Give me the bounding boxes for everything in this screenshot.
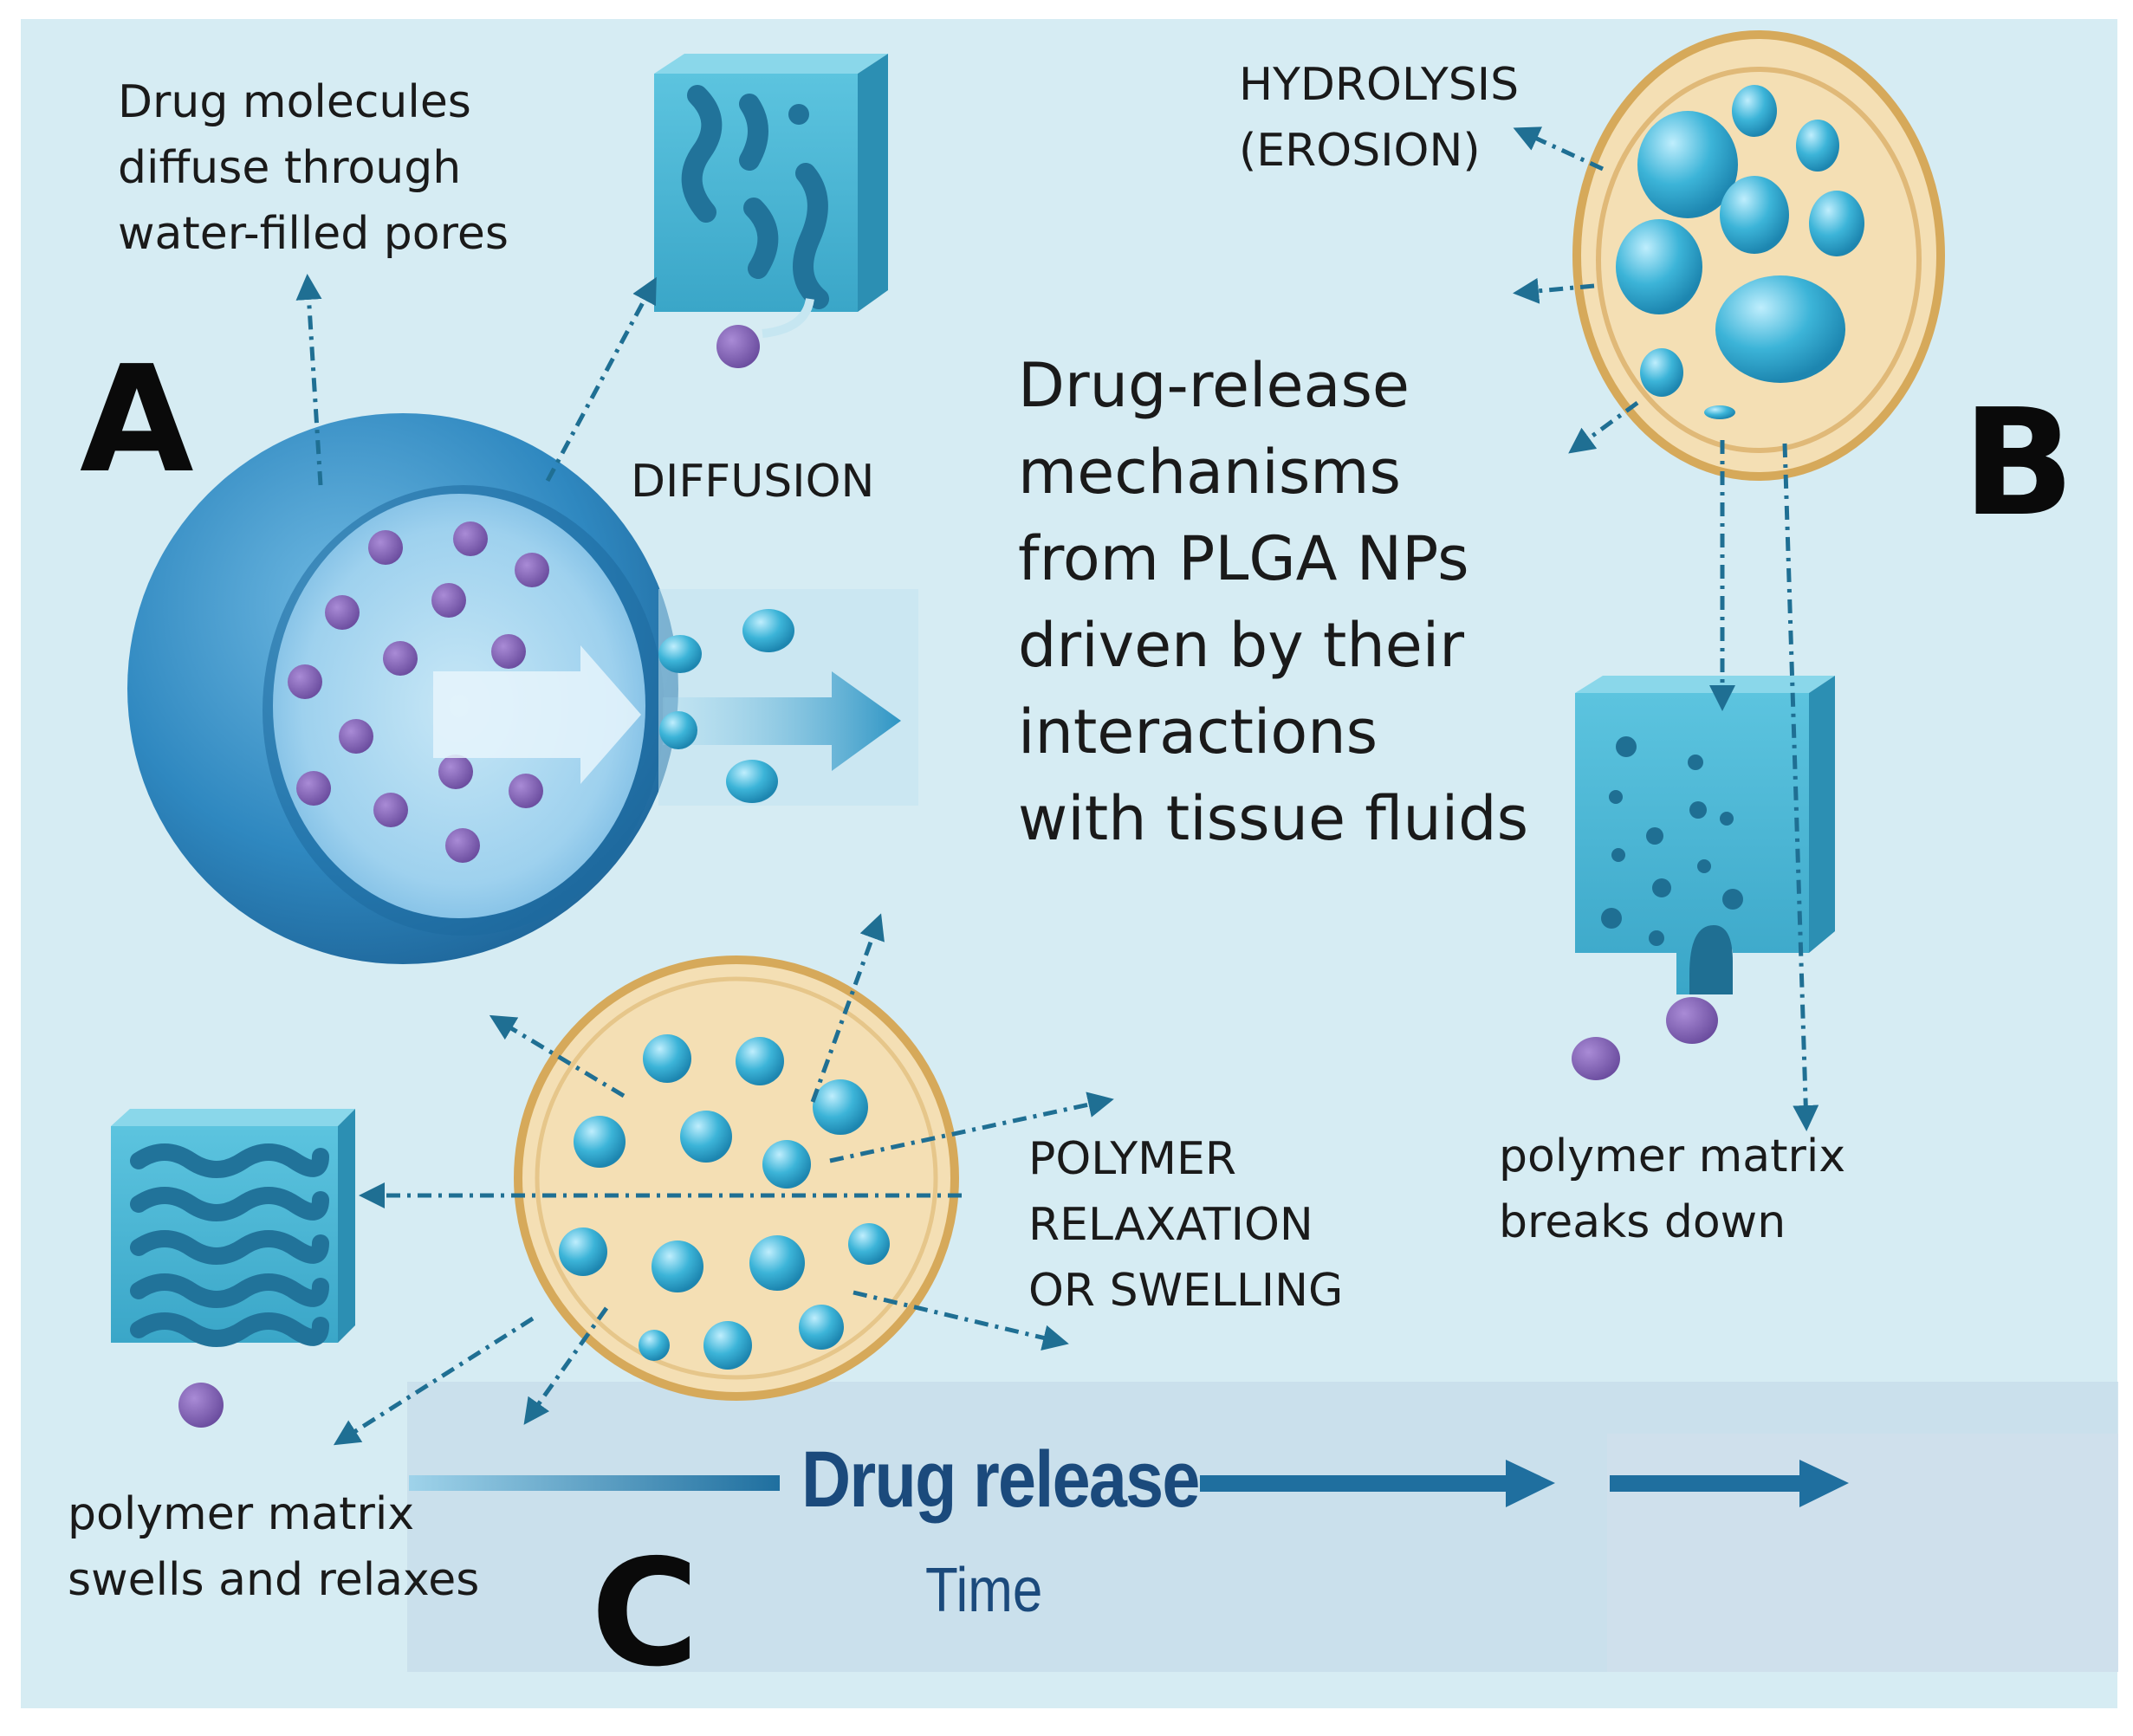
timeline-arrows [409,1460,1849,1507]
diagram-title: Drug-release mechanisms from PLGA NPs dr… [1018,350,1529,854]
erosion-nanoparticle [1572,30,1945,481]
porous-cube-diffusion [654,54,888,368]
relaxation-label: POLYMER RELAXATION OR SWELLING [1028,1133,1344,1317]
panel-label-b: B [1962,378,2075,549]
flow-arrows [295,126,1819,1446]
fragmented-cube-erosion [1572,676,1835,1080]
swelling-nanoparticle [514,955,959,1401]
diffusion-nanoparticle [127,413,918,964]
drug-molecules [288,521,549,863]
timeline-axis-label: Time [925,1556,1043,1625]
hydrolysis-label: HYDROLYSIS (EROSION) [1239,59,1520,177]
panel-label-c: C [591,1528,699,1700]
relaxation-note: polymer matrix swells and relaxes [68,1488,480,1606]
hydrolysis-note: polymer matrix breaks down [1499,1130,1846,1248]
panel-label-a: A [80,334,194,506]
diffusion-label: DIFFUSION [631,456,875,508]
swollen-cube [111,1109,355,1428]
diffusion-note: Drug molecules diffuse through water-fil… [118,76,509,260]
timeline-title: Drug release [801,1435,1200,1524]
timeline-band-right [1607,1434,2118,1672]
